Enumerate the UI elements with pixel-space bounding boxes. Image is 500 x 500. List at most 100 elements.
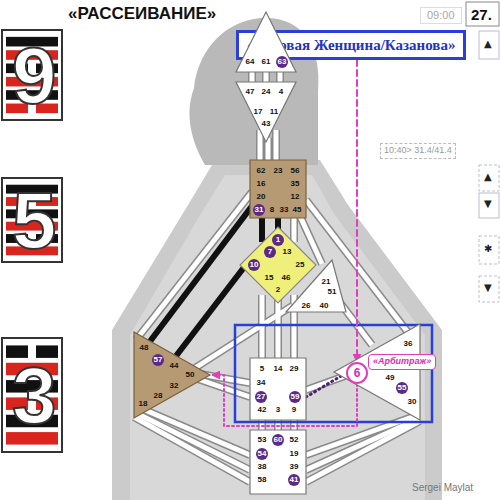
- center-outline: [286, 260, 346, 312]
- gate-number: 62: [257, 167, 266, 175]
- diagram-title: «РАССЕИВАНИЕ»: [68, 5, 216, 24]
- gate-number: 20: [257, 193, 266, 201]
- arrow-symbol: ▼: [484, 282, 492, 294]
- connector: [356, 60, 358, 362]
- gate-number: 61: [262, 58, 271, 66]
- center-shape: [284, 258, 348, 314]
- gate-number: 4: [279, 88, 283, 96]
- gate-number: 54: [256, 448, 268, 460]
- spleen-center: 4857 44 50 32 28 18: [132, 330, 212, 420]
- star-symbol: ✱: [484, 243, 492, 255]
- sacral-center: 514293427594239: [250, 358, 306, 420]
- gate-number: 64: [246, 58, 255, 66]
- root-center: 536052541938395841: [250, 430, 306, 494]
- gate-number: 46: [282, 274, 291, 282]
- gate-number: 13: [283, 248, 292, 256]
- hexagram-number: 5: [12, 181, 57, 261]
- tag-box: «Арбитраж»: [368, 354, 436, 370]
- gate-number: 38: [258, 463, 267, 471]
- arrow-symbol: ▲: [484, 171, 492, 183]
- gate-number: 19: [290, 450, 299, 458]
- center-outline: [250, 430, 306, 494]
- gate-number: 9: [292, 406, 296, 414]
- hexagram-number: 3: [12, 356, 57, 436]
- gate-number: 31: [253, 204, 265, 216]
- center-outline: [250, 358, 306, 420]
- center-outline: [236, 12, 296, 72]
- gate-number: 17: [254, 108, 263, 116]
- head-center: 64 61 63: [236, 12, 296, 74]
- arrow-symbol: ▲: [484, 38, 492, 50]
- gate-number: 50: [186, 371, 195, 379]
- date-label: 27.: [471, 6, 492, 24]
- gate-number: 45: [293, 206, 302, 214]
- gate-number: 12: [291, 193, 300, 201]
- gate-number: 51: [328, 288, 337, 296]
- gate-number: 40: [320, 302, 329, 310]
- gate-number: 26: [302, 302, 311, 310]
- channel: [134, 68, 420, 482]
- image-frame: [2, 178, 62, 262]
- gate-number: 28: [154, 392, 163, 400]
- gate-number: 5: [260, 365, 264, 373]
- gate-number: 63: [276, 56, 288, 68]
- gate-number: 8: [270, 206, 274, 214]
- center-outline: [236, 82, 296, 142]
- gate-number: 27: [255, 391, 267, 403]
- gate-number: 49: [386, 374, 395, 382]
- gate-circle: 6: [346, 362, 368, 384]
- gate-number: 53: [258, 436, 267, 444]
- gate-number: 2: [276, 286, 280, 294]
- image-frame: [2, 30, 62, 120]
- gate-number: 21: [322, 278, 331, 286]
- side-panel: [466, 2, 499, 302]
- gate-number: 16: [257, 180, 266, 188]
- gate-number: 7: [264, 246, 276, 258]
- gate-number: 36: [404, 340, 413, 348]
- watermark: Sergei Maylat: [412, 482, 473, 494]
- gate-number: 25: [296, 261, 305, 269]
- time-label: 09:00: [420, 7, 462, 24]
- image-frame: [2, 338, 62, 452]
- gate-number: 24: [262, 88, 271, 96]
- gate-number: 3: [276, 406, 280, 414]
- channel-outline: [134, 68, 420, 482]
- center-outline: [134, 332, 210, 418]
- connector: [306, 373, 346, 397]
- gate-number: 57: [152, 354, 164, 366]
- solar-plexus-center: 36 495530 6: [332, 322, 422, 422]
- box-text: «Арбитраж»: [373, 356, 431, 368]
- gate-number: 33: [280, 206, 289, 214]
- gate-number: 32: [170, 382, 179, 390]
- arrow-symbol: ▼: [484, 198, 492, 210]
- gate-number: 35: [291, 180, 300, 188]
- gate-number: 30: [408, 398, 417, 406]
- gate-number: 44: [170, 362, 179, 370]
- gate-number: 14: [274, 365, 283, 373]
- gate-number: 47: [246, 88, 255, 96]
- gate-number: 56: [291, 167, 300, 175]
- hexagram-images: [2, 30, 62, 452]
- gate-number: 23: [274, 167, 283, 175]
- gate-number: 60: [272, 434, 284, 446]
- center-outline: [250, 160, 306, 218]
- gate-number: 52: [290, 436, 299, 444]
- gate-number: 18: [139, 400, 148, 408]
- gate-number: 48: [140, 344, 149, 352]
- throat-center: 62 23 56 16 35 20 12 31 8 33 45: [250, 160, 306, 218]
- hexagram-number: 9: [12, 36, 57, 116]
- gate-number: 6: [354, 367, 361, 379]
- gate-number: 55: [396, 382, 408, 394]
- ajna-center: 47244171143: [236, 80, 296, 142]
- heart-center: 21 51 26 40: [284, 258, 348, 314]
- gate-number: 43: [262, 120, 271, 128]
- center-outline: [334, 324, 420, 420]
- highlight-frame: [235, 325, 432, 422]
- gate-number: 42: [258, 406, 267, 414]
- gate-number: 15: [265, 274, 274, 282]
- gate-number: 41: [288, 474, 300, 486]
